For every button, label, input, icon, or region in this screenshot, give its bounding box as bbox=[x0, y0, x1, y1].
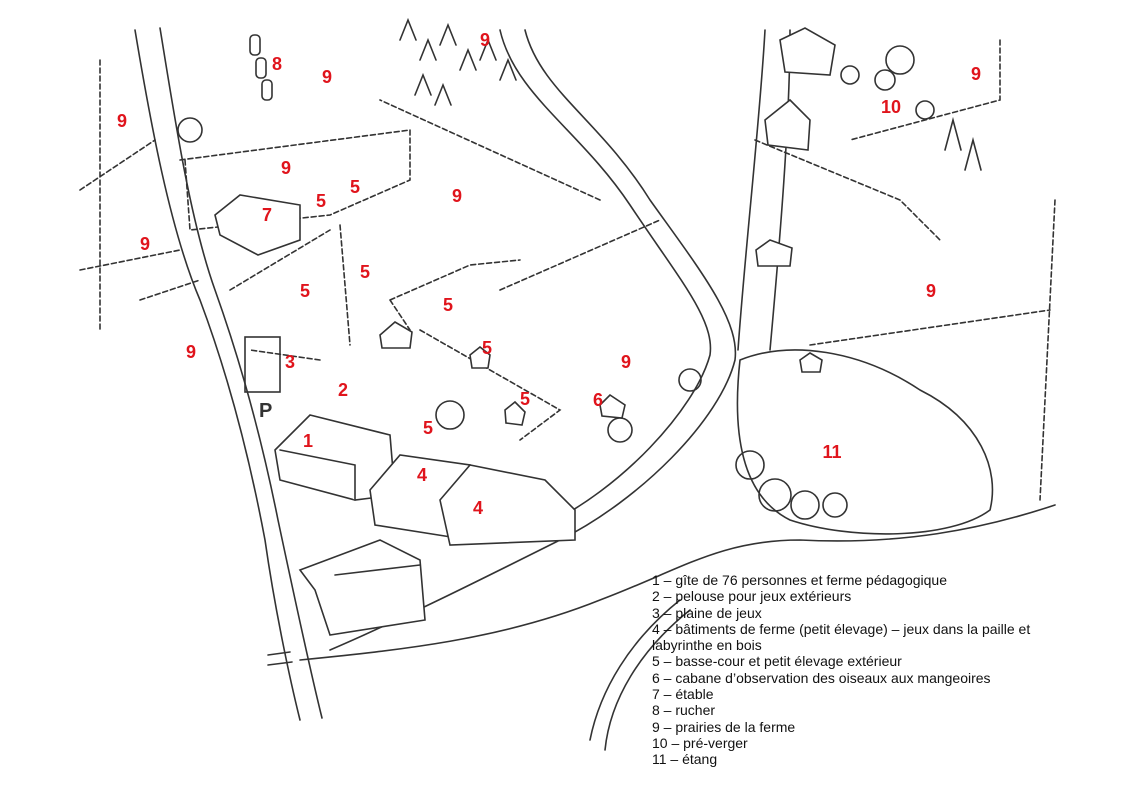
beehives bbox=[249, 34, 273, 101]
field-boundaries bbox=[79, 39, 1056, 501]
legend-item: 3 – plaine de jeux bbox=[652, 604, 762, 621]
legend-item: 4 – bâtiments de ferme (petit élevage) –… bbox=[652, 620, 1031, 654]
marker-9: 9 bbox=[451, 186, 463, 206]
marker-11: 11 bbox=[822, 442, 842, 462]
road-east bbox=[737, 29, 766, 351]
trees bbox=[177, 17, 982, 520]
marker-9: 9 bbox=[185, 342, 197, 362]
marker-9: 9 bbox=[139, 234, 151, 254]
marker-5: 5 bbox=[442, 295, 454, 315]
road-south bbox=[299, 504, 1056, 661]
legend-item: 11 – étang bbox=[652, 751, 718, 768]
marker-8: 8 bbox=[271, 54, 283, 74]
marker-9: 9 bbox=[116, 111, 128, 131]
marker-5: 5 bbox=[422, 418, 434, 438]
marker-9: 9 bbox=[321, 67, 333, 87]
marker-4: 4 bbox=[416, 465, 428, 485]
marker-9: 9 bbox=[925, 281, 937, 301]
road-east-edge bbox=[769, 29, 791, 351]
marker-3: 3 bbox=[284, 352, 296, 372]
legend-item: 6 – cabane d’observation des oiseaux aux… bbox=[652, 669, 991, 686]
marker-5: 5 bbox=[519, 389, 531, 409]
legend-item: 8 – rucher bbox=[652, 702, 716, 719]
marker-5: 5 bbox=[481, 338, 493, 358]
road-central bbox=[329, 29, 737, 651]
legend-item: 9 – prairies de la ferme bbox=[652, 718, 796, 735]
road-central-edge bbox=[499, 29, 712, 526]
marker-10: 10 bbox=[880, 97, 902, 117]
legend-item: 2 – pelouse pour jeux extérieurs bbox=[652, 588, 852, 605]
marker-1: 1 bbox=[302, 431, 314, 451]
map-legend: 1 – gîte de 76 personnes et ferme pédago… bbox=[652, 572, 1072, 768]
pond-area bbox=[736, 349, 994, 535]
bridge bbox=[267, 651, 293, 666]
marker-9: 9 bbox=[620, 352, 632, 372]
road-west-edge bbox=[159, 27, 323, 719]
legend-item: 1 – gîte de 76 personnes et ferme pédago… bbox=[652, 572, 947, 588]
marker-4: 4 bbox=[472, 498, 484, 518]
marker-5: 5 bbox=[299, 281, 311, 301]
marker-7: 7 bbox=[261, 205, 273, 225]
legend-item: 7 – étable bbox=[652, 686, 714, 703]
playground bbox=[244, 336, 281, 393]
marker-9: 9 bbox=[479, 30, 491, 50]
marker-9: 9 bbox=[280, 158, 292, 178]
buildings bbox=[214, 27, 836, 636]
marker-5: 5 bbox=[315, 191, 327, 211]
legend-item: 10 – pré-verger bbox=[652, 734, 748, 751]
marker-5: 5 bbox=[349, 177, 361, 197]
stream bbox=[589, 599, 691, 751]
legend-item: 5 – basse-cour et petit élevage extérieu… bbox=[652, 653, 902, 670]
marker-9: 9 bbox=[970, 64, 982, 84]
marker-2: 2 bbox=[337, 380, 349, 400]
parking-label: P bbox=[259, 400, 273, 422]
road-west bbox=[134, 29, 301, 721]
marker-6: 6 bbox=[592, 390, 604, 410]
marker-5: 5 bbox=[359, 262, 371, 282]
